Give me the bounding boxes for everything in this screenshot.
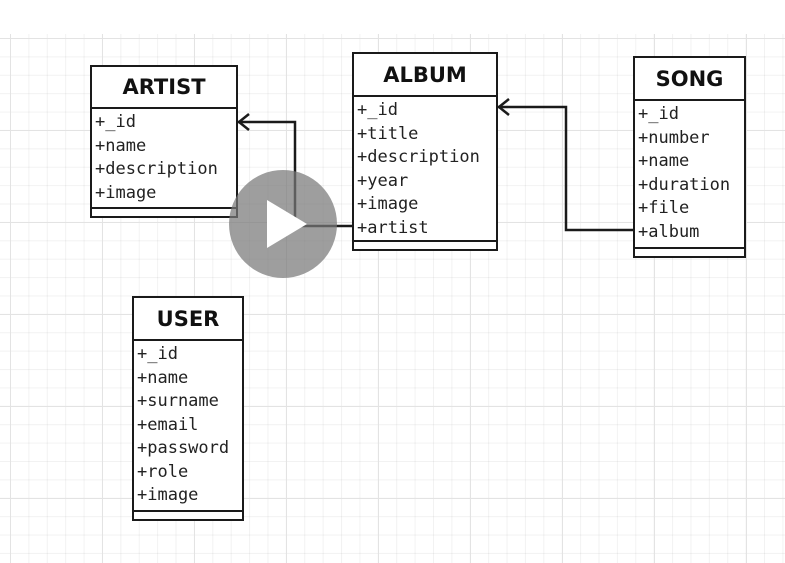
attribute: +password	[137, 438, 230, 458]
attribute: +year	[357, 170, 409, 191]
attribute: +name	[95, 135, 147, 156]
attribute: +_id	[357, 100, 398, 120]
top-bar	[0, 0, 785, 34]
attribute: +artist	[357, 217, 429, 238]
attribute: +description	[95, 159, 218, 179]
arrowhead-icon	[236, 113, 250, 131]
attribute: +_id	[638, 104, 679, 124]
entity-methods-section	[354, 240, 496, 249]
user-entity[interactable]: USER +_id +name +surname +email +passwor…	[132, 296, 244, 521]
attribute: +name	[638, 151, 690, 171]
song-entity[interactable]: SONG +_id +number +name +duration +file …	[633, 56, 746, 258]
attribute: +image	[95, 182, 157, 203]
entity-methods-section	[134, 510, 242, 519]
attribute: +role	[137, 461, 189, 482]
attribute: +surname	[137, 391, 219, 411]
attribute-list: +_id +name +surname +email +password +ro…	[134, 341, 242, 508]
attribute: +file	[638, 198, 690, 218]
attribute: +_id	[137, 344, 178, 364]
attribute: +name	[137, 367, 189, 388]
attribute: +title	[357, 123, 419, 144]
entity-title: ALBUM	[354, 54, 496, 97]
attribute: +email	[137, 414, 199, 435]
attribute: +duration	[638, 174, 731, 195]
artist-entity[interactable]: ARTIST +_id +name +description +image	[90, 65, 238, 218]
entity-methods-section	[635, 247, 744, 256]
entity-title: SONG	[635, 58, 744, 101]
song-to-album-relation	[496, 98, 634, 232]
entity-methods-section	[92, 207, 236, 216]
attribute: +album	[638, 221, 700, 242]
attribute-list: +_id +name +description +image	[92, 109, 236, 205]
attribute-list: +_id +title +description +year +image +a…	[354, 97, 496, 240]
song-album-line	[497, 105, 634, 232]
attribute: +description	[357, 147, 480, 167]
arrowhead-icon	[496, 98, 510, 116]
attribute: +image	[357, 194, 419, 214]
attribute: +image	[137, 485, 199, 505]
entity-title: ARTIST	[92, 67, 236, 109]
play-icon	[267, 200, 307, 248]
entity-title: USER	[134, 298, 242, 341]
attribute-list: +_id +number +name +duration +file +albu…	[635, 101, 744, 244]
attribute: +number	[638, 127, 710, 148]
attribute: +_id	[95, 112, 136, 132]
album-entity[interactable]: ALBUM +_id +title +description +year +im…	[352, 52, 498, 251]
video-play-button[interactable]	[229, 170, 337, 278]
